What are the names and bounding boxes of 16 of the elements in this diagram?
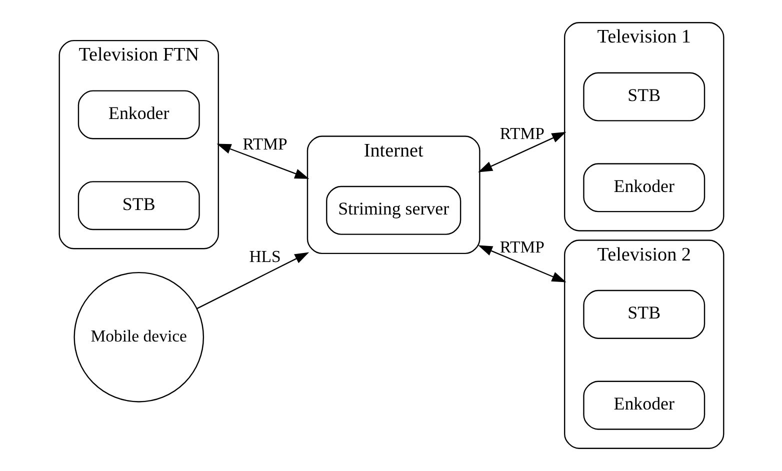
edge-label: RTMP xyxy=(499,124,544,143)
node-box: Enkoder xyxy=(77,90,200,140)
edge-label: RTMP xyxy=(499,237,544,256)
arrow xyxy=(216,144,309,179)
node-circle: Mobile device xyxy=(73,272,204,402)
node-box: STB xyxy=(582,290,705,339)
node-box: Striming server xyxy=(326,186,461,235)
edge-label: RTMP xyxy=(242,134,287,154)
node-box: STB xyxy=(582,72,705,122)
node-box: STB xyxy=(77,181,200,230)
edge-label: HLS xyxy=(248,247,280,266)
node-box: Enkoder xyxy=(582,163,705,212)
arrow xyxy=(478,132,566,172)
arrow xyxy=(196,252,309,310)
node-box: Enkoder xyxy=(582,380,705,430)
arrow xyxy=(478,245,566,282)
